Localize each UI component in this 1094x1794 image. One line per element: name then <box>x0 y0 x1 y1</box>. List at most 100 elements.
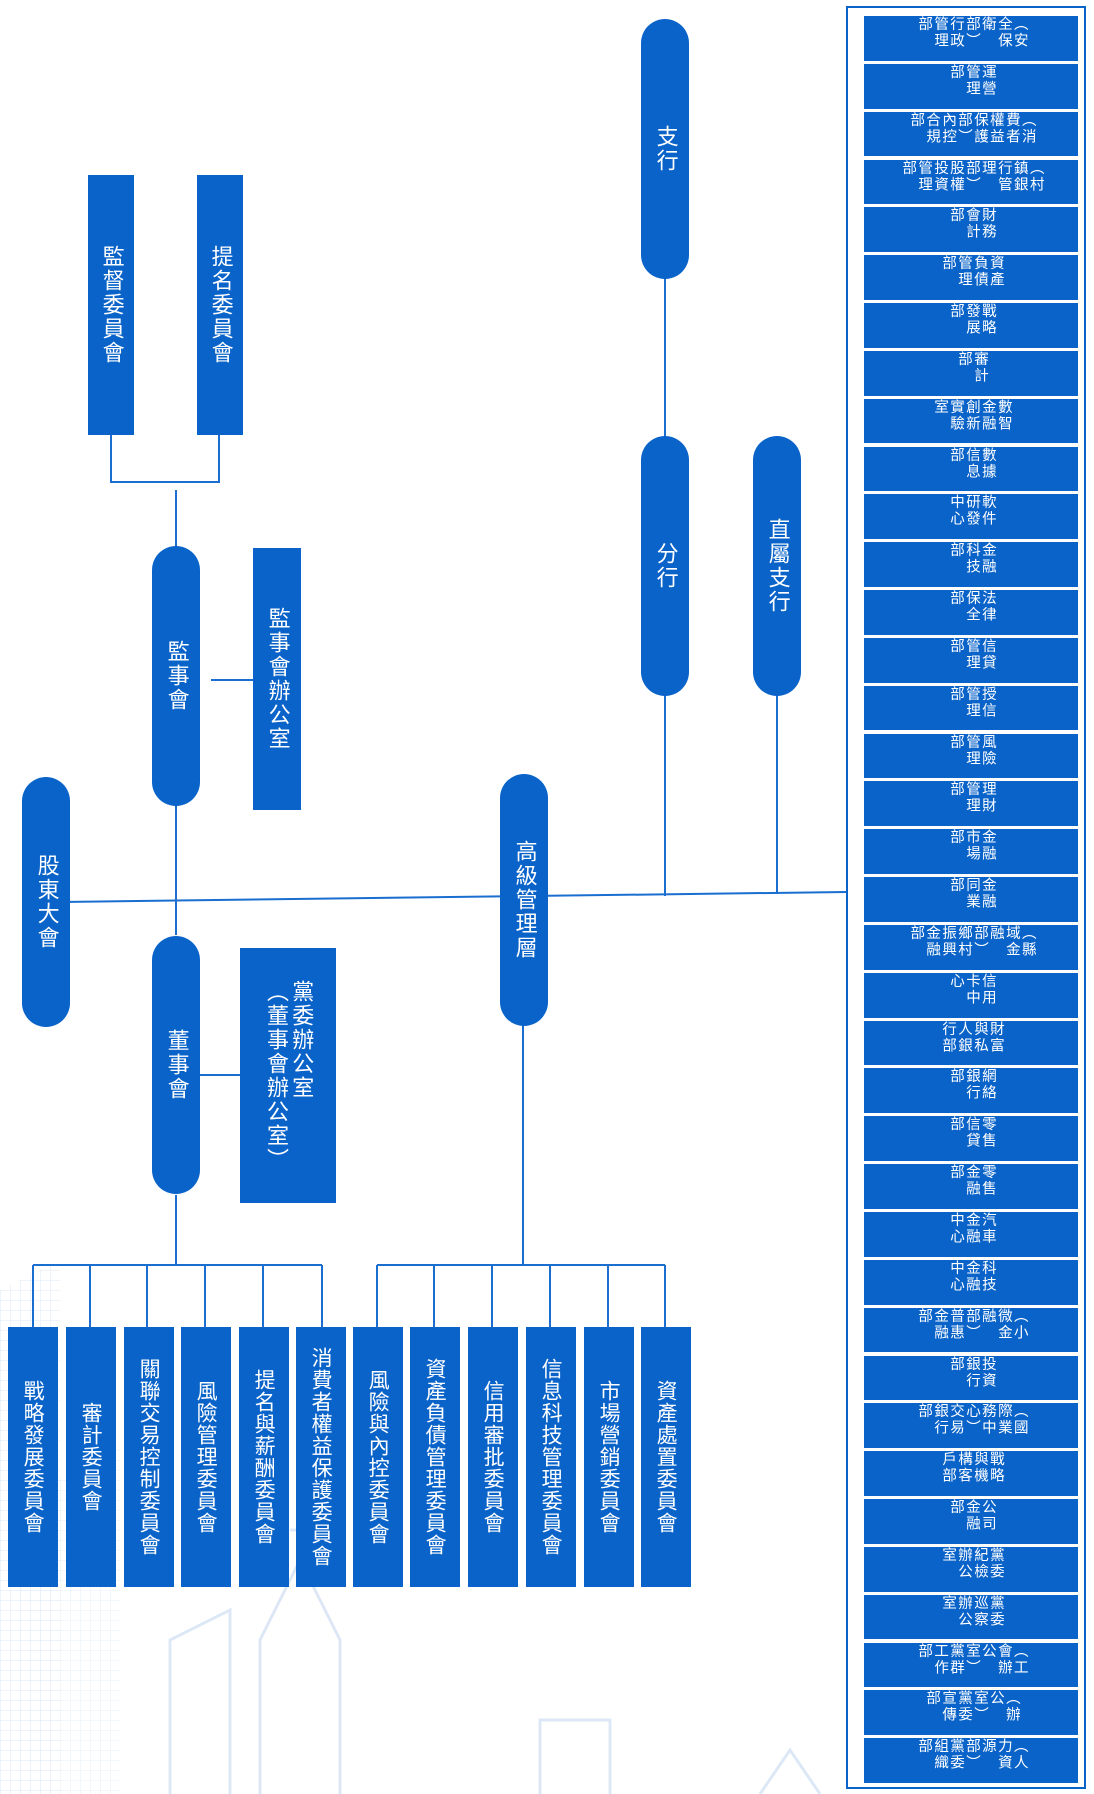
senior-management-node: 高級管理層 <box>500 774 548 1026</box>
sub-branch-node: 支行 <box>641 19 689 279</box>
department-label: 黨委巡察辦公室 <box>940 1594 1004 1628</box>
department-label: （村鎮銀行管理部） 股權投資管理部 <box>900 159 1044 193</box>
shareholders-meeting-label: 股東大會 <box>33 854 59 950</box>
department-label: 科技金融中心 <box>948 1259 996 1293</box>
department-label: 理財管理部 <box>948 781 996 815</box>
board-committee-risk: 風險管理委員會 <box>181 1327 231 1587</box>
department-label: （小微金融部） 普惠金融部 <box>916 1307 1028 1341</box>
department-label: 授信管理部 <box>948 685 996 719</box>
nomination-committee-label: 提名委員會 <box>207 245 233 365</box>
department-item: 數據信息部 <box>864 446 1078 492</box>
board-committee-strategy: 戰略發展委員會 <box>8 1327 58 1587</box>
mgmt-committee-label: 資產負債管理委員會 <box>423 1358 448 1556</box>
department-item: 風險管理部 <box>864 733 1078 779</box>
supervisory-board-office-label: 監事會辦公室 <box>264 607 290 751</box>
department-label: 金融同業部 <box>948 877 996 911</box>
department-item: （安全保衛部） 行政管理部 <box>864 16 1078 61</box>
department-item: （人力資源部） 黨委組織部 <box>864 1738 1078 1783</box>
board-committee-label: 審計委員會 <box>79 1402 104 1512</box>
direct-sub-branch-node: 直屬支行 <box>753 436 801 696</box>
board-committee-audit: 審計委員會 <box>66 1327 116 1587</box>
mgmt-committee-asset-disposal: 資產處置委員會 <box>641 1327 691 1587</box>
department-label: 財務會計部 <box>948 207 996 241</box>
department-item: 戰略發展部 <box>864 303 1078 348</box>
department-item: 投資銀行部 <box>864 1355 1078 1401</box>
department-label: 數據信息部 <box>948 446 996 480</box>
department-label: 運營管理部 <box>948 63 996 97</box>
supervisory-board-node: 監事會 <box>152 546 200 806</box>
department-item: 理財管理部 <box>864 781 1078 827</box>
mgmt-committee-credit-approval: 信用審批委員會 <box>468 1327 518 1587</box>
department-item: 公司金融部 <box>864 1499 1078 1544</box>
department-label: 網絡銀行部 <box>948 1068 996 1102</box>
department-item: 黨委巡察辦公室 <box>864 1594 1078 1640</box>
department-item: （縣域金融部） 鄉村振興金融部 <box>864 924 1078 970</box>
board-committee-label: 戰略發展委員會 <box>21 1380 46 1534</box>
department-item: 科技金融中心 <box>864 1259 1078 1305</box>
mgmt-committee-label: 信用審批委員會 <box>481 1380 506 1534</box>
department-label: 法律保全部 <box>948 590 996 624</box>
branch-label: 分行 <box>652 542 678 590</box>
department-item: （小微金融部） 普惠金融部 <box>864 1307 1078 1353</box>
department-label: 軟件研發中心 <box>948 494 996 528</box>
department-label: （安全保衛部） 行政管理部 <box>916 16 1028 49</box>
department-label: 投資銀行部 <box>948 1355 996 1389</box>
department-label: （消費者權益保護部） 內控合規部 <box>908 111 1036 145</box>
department-item: （村鎮銀行管理部） 股權投資管理部 <box>864 159 1078 205</box>
department-label: 公司金融部 <box>948 1499 996 1532</box>
party-committee-office-node: 黨委辦公室 （董事會辦公室） <box>240 948 336 1203</box>
department-item: 財富與私人銀行部 <box>864 1020 1078 1066</box>
department-item: 零售金融部 <box>864 1164 1078 1209</box>
mgmt-committee-label: 風險與內控委員會 <box>366 1369 391 1545</box>
supervisory-board-label: 監事會 <box>163 640 189 712</box>
department-item: 運營管理部 <box>864 63 1078 109</box>
board-committee-label: 提名與薪酬委員會 <box>252 1369 277 1545</box>
mgmt-committee-asset-liability: 資產負債管理委員會 <box>410 1327 460 1587</box>
mgmt-committee-label: 市場營銷委員會 <box>597 1380 622 1534</box>
department-item: （消費者權益保護部） 內控合規部 <box>864 111 1078 157</box>
department-item: 黨委紀檢辦公室 <box>864 1546 1078 1592</box>
department-label: （人力資源部） 黨委組織部 <box>916 1738 1028 1772</box>
mgmt-committee-it: 信息科技管理委員會 <box>526 1327 576 1587</box>
department-item: 信貸管理部 <box>864 637 1078 683</box>
direct-sub-branch-label: 直屬支行 <box>764 518 790 614</box>
department-item: 金融市場部 <box>864 829 1078 874</box>
party-committee-office-label: 黨委辦公室 （董事會辦公室） <box>263 979 314 1172</box>
department-item: 軟件研發中心 <box>864 494 1078 540</box>
departments-column: （安全保衛部） 行政管理部運營管理部 （消費者權益保護部） 內控合規部 （村鎮銀行管… <box>846 6 1086 1789</box>
board-committee-nomination-compensation: 提名與薪酬委員會 <box>239 1327 289 1587</box>
department-label: 資產負債管理部 <box>940 255 1004 289</box>
department-item: 戰略與機構客戶部 <box>864 1451 1078 1496</box>
department-label: 金融市場部 <box>948 829 996 863</box>
branch-node: 分行 <box>641 436 689 696</box>
senior-management-label: 高級管理層 <box>511 840 537 960</box>
department-label: （工會辦公室） 黨群工作部 <box>916 1642 1028 1676</box>
nomination-committee-node: 提名委員會 <box>197 175 243 435</box>
department-item: 財務會計部 <box>864 207 1078 253</box>
department-label: 零售信貸部 <box>948 1116 996 1150</box>
board-committee-label: 風險管理委員會 <box>194 1380 219 1534</box>
mgmt-committee-risk-internal-control: 風險與內控委員會 <box>353 1327 403 1587</box>
department-label: 零售金融部 <box>948 1164 996 1198</box>
department-label: 信用卡中心 <box>948 972 996 1006</box>
department-item: 信用卡中心 <box>864 972 1078 1018</box>
board-committee-label: 關聯交易控制委員會 <box>137 1358 162 1556</box>
department-label: （辦公室） 黨委宣傳部 <box>924 1690 1020 1724</box>
department-item: 法律保全部 <box>864 590 1078 635</box>
department-item: 金融科技部 <box>864 542 1078 587</box>
department-label: 風險管理部 <box>948 733 996 767</box>
supervision-committee-node: 監督委員會 <box>88 175 134 435</box>
department-label: （縣域金融部） 鄉村振興金融部 <box>908 924 1036 958</box>
mgmt-committee-label: 資產處置委員會 <box>654 1380 679 1534</box>
department-item: 零售信貸部 <box>864 1116 1078 1162</box>
board-committee-consumer-protection: 消費者權益保護委員會 <box>296 1327 346 1587</box>
department-label: 信貸管理部 <box>948 637 996 671</box>
department-label: （國際業務中心） 交易銀行部 <box>916 1403 1028 1437</box>
department-label: 戰略發展部 <box>948 303 996 336</box>
department-label: 財富與私人銀行部 <box>940 1020 1004 1054</box>
department-item: （工會辦公室） 黨群工作部 <box>864 1642 1078 1688</box>
supervision-committee-label: 監督委員會 <box>98 245 124 365</box>
sub-branch-label: 支行 <box>652 125 678 173</box>
department-label: 黨委紀檢辦公室 <box>940 1546 1004 1580</box>
